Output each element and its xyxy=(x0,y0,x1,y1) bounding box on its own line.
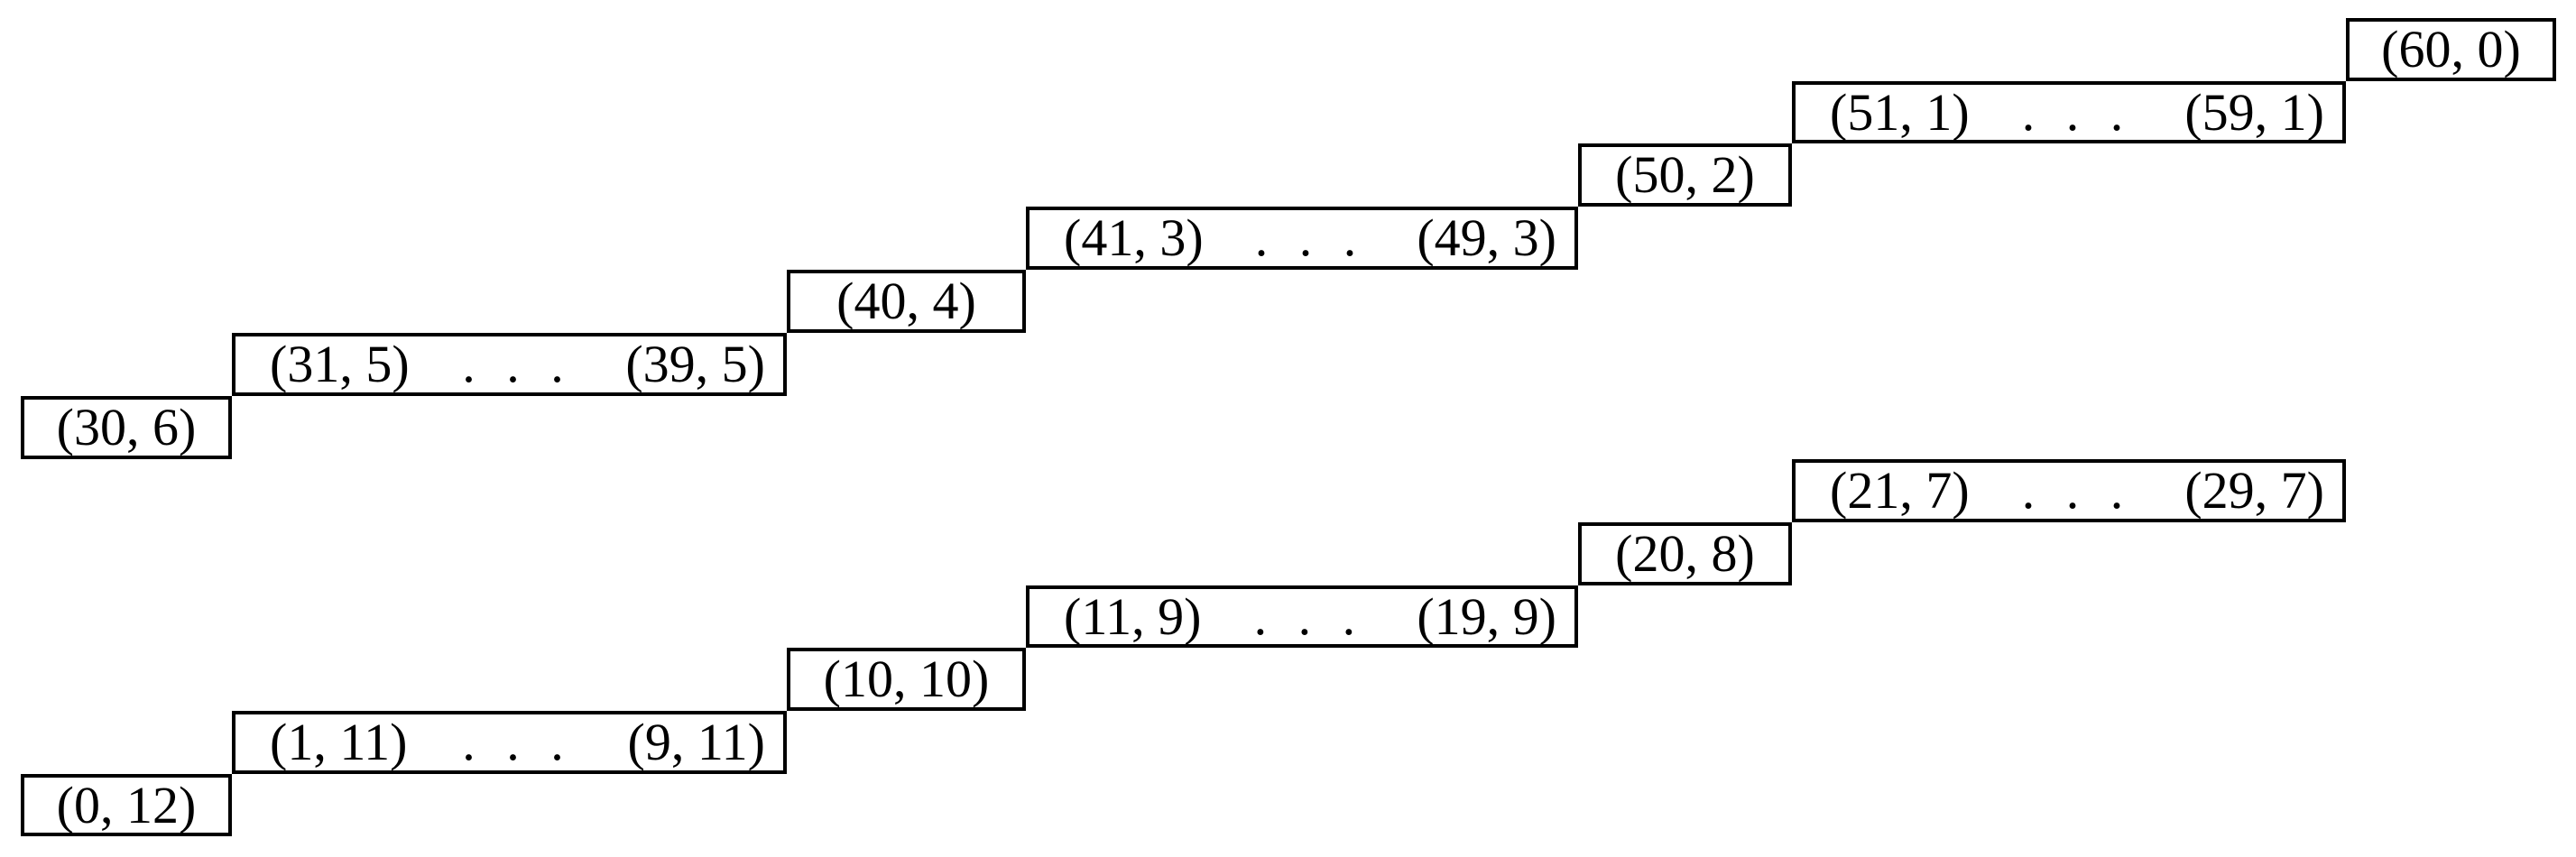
range-start-label: (1, 11) xyxy=(270,713,408,771)
cell-label: (50, 2) xyxy=(1615,145,1755,204)
box-41-49-3: (41, 3) . . . (49, 3) xyxy=(1026,207,1578,270)
box-51-59-1: (51, 1) . . . (59, 1) xyxy=(1792,81,2346,143)
box-30-6: (30, 6) xyxy=(21,396,232,459)
ellipsis: . . . xyxy=(462,713,573,771)
range-start-label: (41, 3) xyxy=(1064,208,1204,267)
range-end-label: (19, 9) xyxy=(1417,586,1556,646)
cell-label: (40, 4) xyxy=(836,272,976,330)
box-20-8: (20, 8) xyxy=(1578,522,1792,585)
cell-label: (10, 10) xyxy=(823,650,990,708)
range-start-label: (31, 5) xyxy=(270,335,410,393)
range-end-label: (39, 5) xyxy=(625,335,765,393)
range-end-label: (49, 3) xyxy=(1417,208,1556,267)
range-start-label: (51, 1) xyxy=(1830,82,1970,142)
ellipsis: . . . xyxy=(1254,208,1366,267)
range-end-label: (59, 1) xyxy=(2184,82,2324,142)
box-21-29-7: (21, 7) . . . (29, 7) xyxy=(1792,459,2346,522)
cell-label: (0, 12) xyxy=(56,775,197,834)
ellipsis: . . . xyxy=(462,335,573,393)
range-start-label: (21, 7) xyxy=(1830,461,1970,520)
box-0-12: (0, 12) xyxy=(21,774,232,836)
ellipsis: . . . xyxy=(1253,586,1365,646)
box-10-10: (10, 10) xyxy=(787,648,1026,711)
box-1-9-11: (1, 11) . . . (9, 11) xyxy=(232,711,787,774)
box-60-0: (60, 0) xyxy=(2346,18,2556,81)
ellipsis: . . . xyxy=(2021,82,2133,142)
box-31-39-5: (31, 5) . . . (39, 5) xyxy=(232,333,787,396)
cell-label: (60, 0) xyxy=(2381,20,2521,78)
range-end-label: (9, 11) xyxy=(627,713,765,771)
box-50-2: (50, 2) xyxy=(1578,143,1792,207)
box-40-4: (40, 4) xyxy=(787,270,1026,333)
box-11-19-9: (11, 9) . . . (19, 9) xyxy=(1026,585,1578,648)
cell-label: (20, 8) xyxy=(1615,524,1755,583)
cell-label: (30, 6) xyxy=(56,398,197,456)
range-end-label: (29, 7) xyxy=(2184,461,2324,520)
range-start-label: (11, 9) xyxy=(1064,586,1202,646)
ellipsis: . . . xyxy=(2021,461,2133,520)
